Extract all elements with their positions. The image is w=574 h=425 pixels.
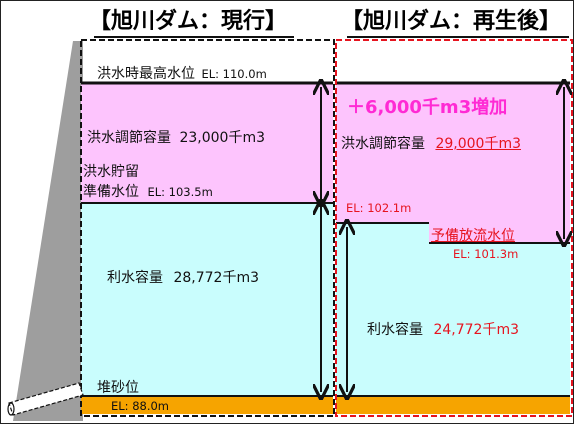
- right-flood-capacity-text: 洪水調節容量 29,000千m3: [341, 136, 521, 152]
- left-sediment-el: EL: 88.0m: [111, 399, 170, 413]
- right-prelim-release-el: EL: 101.3m: [453, 247, 519, 261]
- right-flood-capacity-area: [336, 83, 570, 223]
- right-flood-capacity-value: 29,000千m3: [435, 136, 521, 152]
- right-sediment-area: [336, 396, 570, 414]
- right-water-use-value: 24,772千m3: [433, 322, 519, 338]
- left-flood-capacity-text: 洪水調節容量 23,000千m3: [87, 130, 265, 146]
- left-reserve-level-line2: 準備水位 EL: 103.5m: [83, 184, 213, 200]
- right-water-use-step: [336, 223, 429, 243]
- outlet-pipe-icon: [7, 382, 84, 416]
- left-sediment-area: [81, 396, 333, 414]
- left-dashed-frame: [80, 39, 335, 417]
- right-level-el: EL: 102.1m: [346, 201, 412, 215]
- left-reserve-level-el: EL: 103.5m: [147, 185, 213, 199]
- left-title-underline: [94, 36, 294, 38]
- left-flood-capacity-area: [81, 83, 333, 203]
- right-flood-capacity-step: [429, 223, 570, 243]
- left-water-use-value: 28,772千m3: [173, 270, 259, 286]
- right-dashed-frame: [335, 39, 573, 417]
- left-water-use-text: 利水容量 28,772千m3: [107, 270, 259, 286]
- right-water-use-text: 利水容量 24,772千m3: [367, 322, 519, 338]
- left-sediment-label: 堆砂位: [97, 380, 139, 396]
- right-title-underline: [347, 36, 569, 38]
- increase-text: ＋6,000千m3増加: [347, 97, 508, 118]
- left-water-use-area: [81, 203, 333, 396]
- left-top-level-label: 洪水時最高水位 EL: 110.0m: [97, 66, 267, 82]
- right-prelim-release-label: 予備放流水位: [431, 228, 515, 244]
- left-reserve-level-line1: 洪水貯留: [83, 164, 139, 180]
- right-title: 【旭川ダム：再生後】: [341, 9, 562, 34]
- right-water-use-area: [336, 243, 570, 396]
- left-top-level-el: EL: 110.0m: [201, 67, 267, 81]
- left-title: 【旭川ダム：現行】: [89, 9, 288, 34]
- left-flood-capacity-value: 23,000千m3: [179, 130, 265, 146]
